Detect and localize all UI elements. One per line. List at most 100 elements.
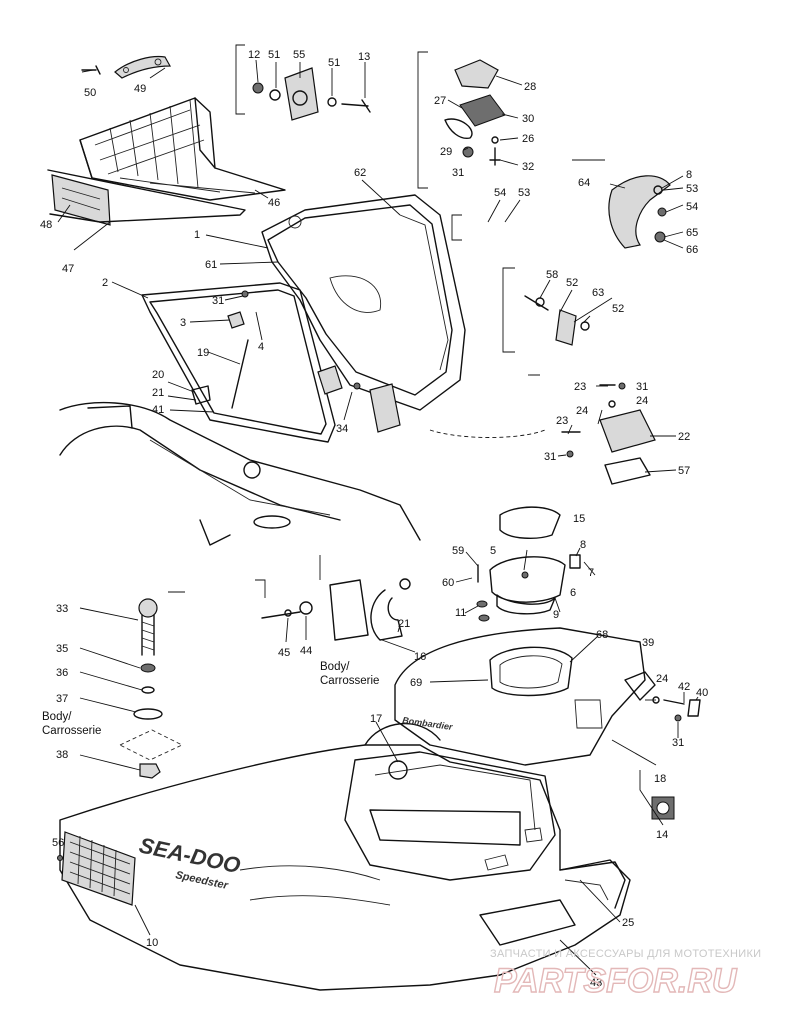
callout-34: 34	[336, 423, 348, 435]
callout-8: 8	[580, 539, 586, 551]
callout-56: 56	[52, 837, 64, 849]
callout-46: 46	[268, 197, 280, 209]
hinge-group	[561, 382, 656, 485]
callout-62: 62	[354, 167, 366, 179]
callout-7: 7	[588, 567, 594, 579]
callout-59: 59	[452, 545, 464, 557]
callout-6: 6	[570, 587, 576, 599]
callout-5: 5	[490, 545, 496, 557]
callout-31: 31	[672, 737, 684, 749]
callout-27: 27	[434, 95, 446, 107]
callout-11: 11	[455, 607, 466, 619]
rack-handle	[81, 55, 172, 79]
callout-30: 30	[522, 113, 534, 125]
callout-39: 39	[642, 637, 654, 649]
body-note-left-line1: Body/	[42, 711, 72, 723]
callout-45: 45	[278, 647, 290, 659]
side-bracket	[608, 175, 671, 249]
hood-lid	[261, 194, 466, 411]
callout-50: 50	[84, 87, 96, 99]
watermark-tagline: ЗАПЧАСТИ И АКСЕССУАРЫ ДЛЯ МОТОТЕХНИКИ	[490, 948, 761, 960]
callout-65: 65	[686, 227, 698, 239]
bracket-hardware	[235, 44, 371, 121]
callout-41: 41	[152, 404, 164, 416]
callout-63: 63	[592, 287, 604, 299]
callout-13: 13	[358, 51, 370, 63]
callout-25: 25	[622, 917, 634, 929]
body-note-center-line1: Body/	[320, 661, 350, 673]
callout-47: 47	[62, 263, 74, 275]
strap-parts	[261, 578, 411, 641]
callout-42: 42	[678, 681, 690, 693]
callout-60: 60	[442, 577, 454, 589]
callout-58: 58	[546, 269, 558, 281]
callout-22: 22	[678, 431, 690, 443]
callout-29: 29	[440, 146, 452, 158]
callout-51: 51	[268, 49, 280, 61]
callout-26: 26	[522, 133, 534, 145]
callout-10: 10	[146, 937, 158, 949]
callout-31: 31	[544, 451, 556, 463]
callout-4: 4	[258, 341, 264, 353]
watermark-site: PARTSFOR.RU	[494, 962, 738, 1000]
callout-51: 51	[328, 57, 340, 69]
callout-55: 55	[293, 49, 305, 61]
callout-8: 8	[686, 169, 692, 181]
hardware-58-63	[502, 267, 590, 353]
callout-23: 23	[556, 415, 568, 427]
main-deck	[59, 722, 631, 991]
callout-43: 43	[590, 977, 602, 989]
watermark: ЗАПЧАСТИ И АКСЕССУАРЫ ДЛЯ МОТОТЕХНИКИ PA…	[490, 948, 761, 1001]
callout-17: 17	[370, 713, 382, 725]
storage-rack	[79, 97, 286, 201]
callout-36: 36	[56, 667, 68, 679]
callout-21: 21	[398, 618, 410, 630]
support-rod	[191, 290, 249, 409]
callout-28: 28	[524, 81, 536, 93]
callout-38: 38	[56, 749, 68, 761]
callout-2: 2	[102, 277, 108, 289]
leader-lines	[57, 59, 699, 976]
callout-52: 52	[566, 277, 578, 289]
callout-69: 69	[410, 677, 422, 689]
callout-49: 49	[134, 83, 146, 95]
bolt-stack	[118, 598, 184, 779]
callout-33: 33	[56, 603, 68, 615]
callout-24: 24	[576, 405, 588, 417]
callout-31: 31	[452, 167, 464, 179]
seat-area	[59, 401, 421, 546]
callout-40: 40	[696, 687, 708, 699]
callout-31: 31	[212, 295, 224, 307]
callout-66: 66	[686, 244, 698, 256]
latch-assembly	[417, 51, 506, 189]
body-notes: Body/ Carrosserie Body/ Carrosserie	[42, 661, 379, 737]
callout-57: 57	[678, 465, 690, 477]
callout-15: 15	[573, 513, 585, 525]
callout-3: 3	[180, 317, 186, 329]
body-note-center-line2: Carrosserie	[320, 675, 379, 687]
storage-bin	[476, 506, 581, 622]
callout-23: 23	[574, 381, 586, 393]
callout-1: 1	[194, 229, 200, 241]
callout-54: 54	[494, 187, 506, 199]
callout-16: 16	[414, 651, 426, 663]
callout-61: 61	[205, 259, 217, 271]
rear-fasteners	[651, 696, 701, 820]
storage-hood	[394, 627, 656, 766]
callout-31: 31	[636, 381, 648, 393]
callout-9: 9	[553, 609, 559, 621]
hood-gasket	[141, 282, 336, 443]
callout-53: 53	[518, 187, 530, 199]
body-note-left-line2: Carrosserie	[42, 725, 101, 737]
rack-mat	[47, 169, 246, 226]
callout-21: 21	[152, 387, 164, 399]
callout-64: 64	[578, 177, 590, 189]
callout-24: 24	[636, 395, 648, 407]
callout-labels: 50 49 12 51 55 51 13 28 27 30 26 29 31 3…	[40, 49, 708, 989]
callout-44: 44	[300, 645, 312, 657]
callout-32: 32	[522, 161, 534, 173]
callout-12: 12	[248, 49, 260, 61]
callout-53: 53	[686, 183, 698, 195]
